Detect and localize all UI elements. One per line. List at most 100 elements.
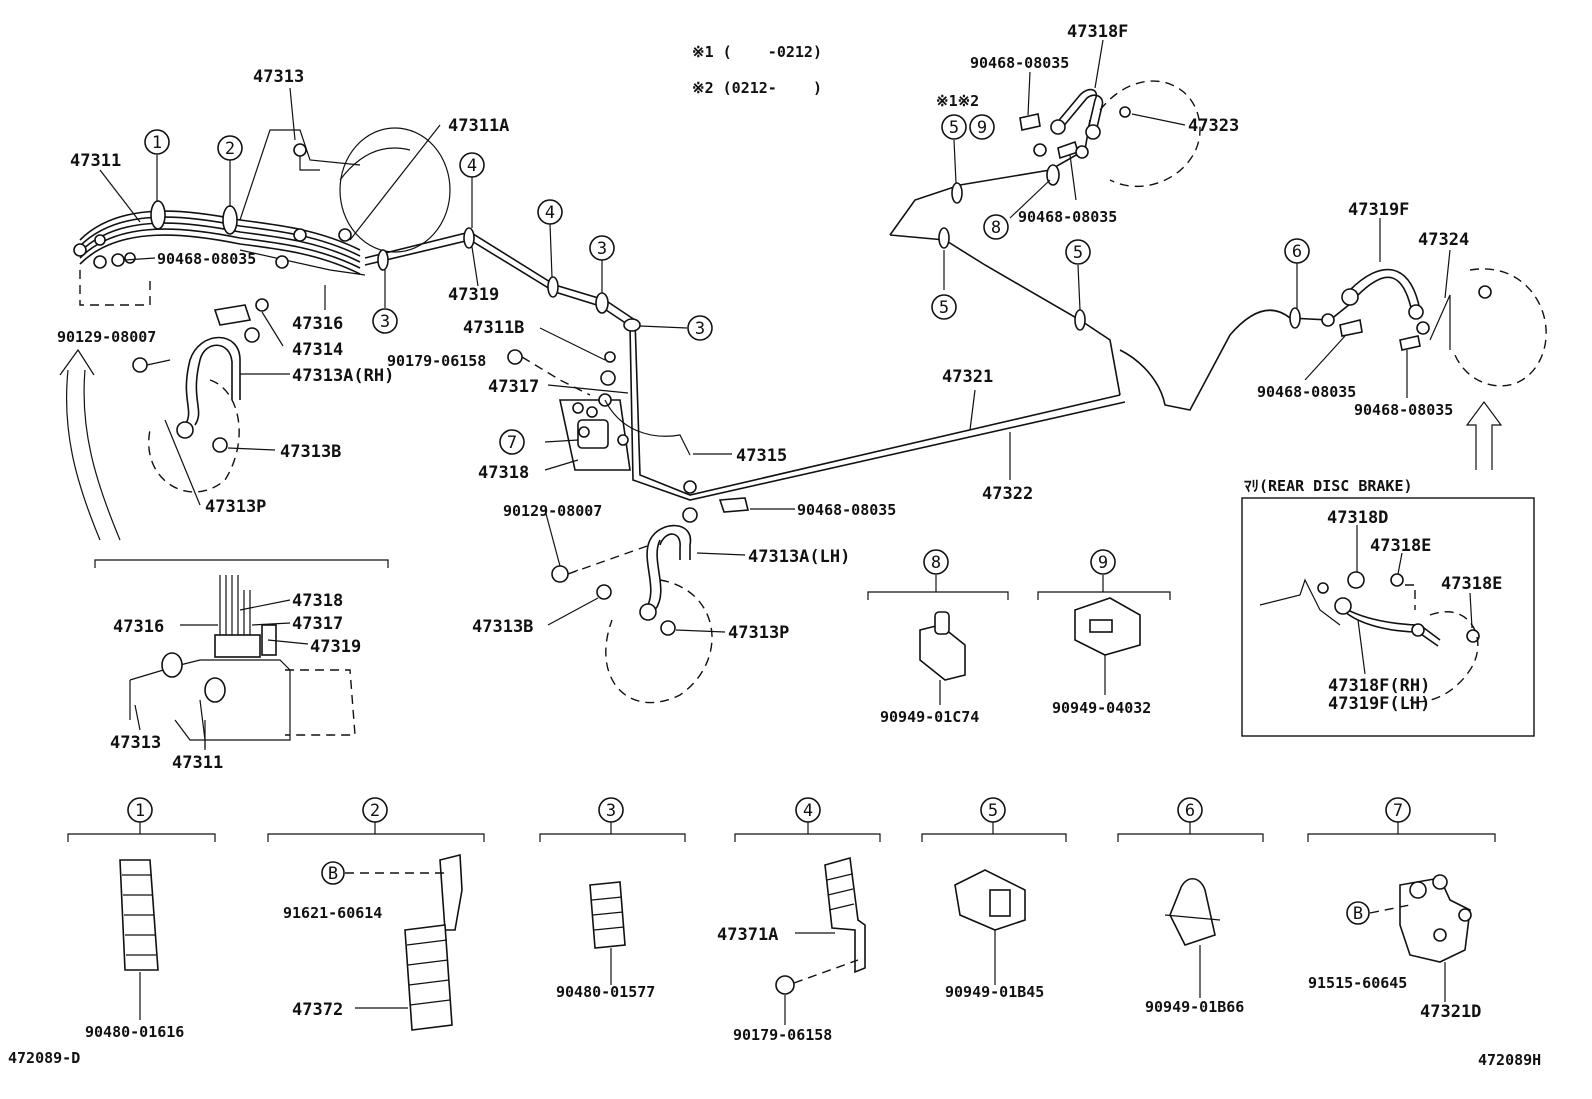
- rear-disc-brake-title: ﾏﾘ(REAR DISC BRAKE): [1244, 477, 1413, 495]
- clamp-8: [867, 575, 1009, 705]
- label-47313P: 47313P: [205, 497, 266, 517]
- label-47323: 47323: [1188, 116, 1239, 136]
- marker-7: 7: [507, 433, 517, 453]
- marker-3: 3: [695, 319, 705, 339]
- label-47319F: 47319F: [1348, 200, 1409, 220]
- clamp-7: [1307, 822, 1496, 1002]
- master-cylinder-inset: [94, 559, 389, 750]
- leaders-top-left: [99, 87, 688, 506]
- marker-b: B: [1353, 904, 1363, 924]
- rear-disc-brake-panel: [1241, 497, 1535, 737]
- clamp-9: [1037, 575, 1171, 695]
- marker-5: 5: [949, 118, 959, 138]
- clamp-3: [539, 822, 686, 985]
- label-47319: 47319: [448, 285, 499, 305]
- clamp-6: [1117, 822, 1264, 998]
- marker-1: 1: [152, 133, 162, 153]
- label-47324: 47324: [1418, 230, 1469, 250]
- inset-label-47317: 47317: [292, 614, 343, 634]
- rear-lines: [889, 39, 1547, 480]
- label-47321D: 47321D: [1420, 1002, 1481, 1022]
- label-47315: 47315: [736, 446, 787, 466]
- lh-flex-hose: [544, 507, 746, 704]
- marker-8: 8: [931, 553, 941, 573]
- label-90468-08035: 90468-08035: [157, 250, 256, 268]
- marker-7: 7: [1393, 801, 1403, 821]
- note-12: ※1※2: [936, 92, 979, 110]
- label-47372: 47372: [292, 1000, 343, 1020]
- label-90468-08035: 90468-08035: [970, 54, 1069, 72]
- label-90468-08035: 90468-08035: [1354, 401, 1453, 419]
- label-90468-08035: 90468-08035: [797, 501, 896, 519]
- diagram-code-left: 472089-D: [8, 1049, 80, 1067]
- diagram-code-right: 472089H: [1478, 1051, 1541, 1069]
- inset-label-47313: 47313: [110, 733, 161, 753]
- inset-label-47318: 47318: [292, 591, 343, 611]
- label-90949-04032: 90949-04032: [1052, 699, 1151, 717]
- label-90179-06158: 90179-06158: [733, 1026, 832, 1044]
- part-labels: ※1 ( -0212) ※2 (0212- ) ※1※2 47313 47311…: [8, 22, 1541, 1069]
- marker-9: 9: [1098, 553, 1108, 573]
- proportioning-valve: [507, 349, 795, 513]
- label-90949-01B66: 90949-01B66: [1145, 998, 1244, 1016]
- label-47313A-lh: 47313A(LH): [748, 547, 850, 567]
- marker-3: 3: [597, 239, 607, 259]
- marker-b: B: [328, 864, 338, 884]
- label-47322: 47322: [982, 484, 1033, 504]
- marker-5: 5: [988, 801, 998, 821]
- label-90129-08007: 90129-08007: [57, 328, 156, 346]
- marker-3: 3: [606, 801, 616, 821]
- label-47318E: 47318E: [1370, 536, 1431, 556]
- label-90468-08035: 90468-08035: [1257, 383, 1356, 401]
- label-47313B: 47313B: [472, 617, 533, 637]
- label-90949-01C74: 90949-01C74: [880, 708, 979, 726]
- label-47313B: 47313B: [280, 442, 341, 462]
- label-47311A: 47311A: [448, 116, 509, 136]
- marker-6: 6: [1185, 801, 1195, 821]
- marker-4: 4: [467, 156, 477, 176]
- label-47311: 47311: [70, 151, 121, 171]
- inset-label-47319: 47319: [310, 637, 361, 657]
- clamp-4: [734, 822, 881, 1025]
- label-47318F: 47318F: [1067, 22, 1128, 42]
- label-90949-01B45: 90949-01B45: [945, 983, 1044, 1001]
- note-1: ※1 ( -0212): [692, 43, 822, 61]
- label-47316: 47316: [292, 314, 343, 334]
- label-47313A-rh: 47313A(RH): [292, 366, 394, 386]
- label-47318D: 47318D: [1327, 508, 1388, 528]
- master-cylinder-area: [59, 127, 1126, 541]
- label-90179-06158: 90179-06158: [387, 352, 486, 370]
- label-47317: 47317: [488, 377, 539, 397]
- marker-1: 1: [135, 801, 145, 821]
- label-47371A: 47371A: [717, 925, 778, 945]
- clamp-2: [267, 822, 485, 1031]
- label-47321: 47321: [942, 367, 993, 387]
- label-90129-08007: 90129-08007: [503, 502, 602, 520]
- clamp-1: [67, 822, 216, 1020]
- marker-5: 5: [939, 298, 949, 318]
- label-91621-60614: 91621-60614: [283, 904, 382, 922]
- label-47318: 47318: [478, 463, 529, 483]
- label-47313P: 47313P: [728, 623, 789, 643]
- label-90468-08035: 90468-08035: [1018, 208, 1117, 226]
- inset-label-47316: 47316: [113, 617, 164, 637]
- marker-4: 4: [545, 203, 555, 223]
- note-2: ※2 (0212- ): [692, 79, 822, 97]
- inset-label-47311: 47311: [172, 753, 223, 773]
- marker-3: 3: [380, 312, 390, 332]
- label-47318E: 47318E: [1441, 574, 1502, 594]
- marker-2: 2: [225, 139, 235, 159]
- label-47314: 47314: [292, 340, 343, 360]
- circled-markers: 1 2 3 4 4 3 3 7 5 9 8 5 5 6 8 9 1 2 3 4 …: [127, 114, 1411, 925]
- label-90480-01616: 90480-01616: [85, 1023, 184, 1041]
- label-91515-60645: 91515-60645: [1308, 974, 1407, 992]
- label-47318F-rh: 47318F(RH): [1328, 676, 1430, 696]
- marker-8: 8: [991, 218, 1001, 238]
- marker-4: 4: [803, 801, 813, 821]
- marker-5: 5: [1073, 243, 1083, 263]
- marker-2: 2: [370, 801, 380, 821]
- label-47313: 47313: [253, 67, 304, 87]
- marker-9: 9: [977, 118, 987, 138]
- label-90480-01577: 90480-01577: [556, 983, 655, 1001]
